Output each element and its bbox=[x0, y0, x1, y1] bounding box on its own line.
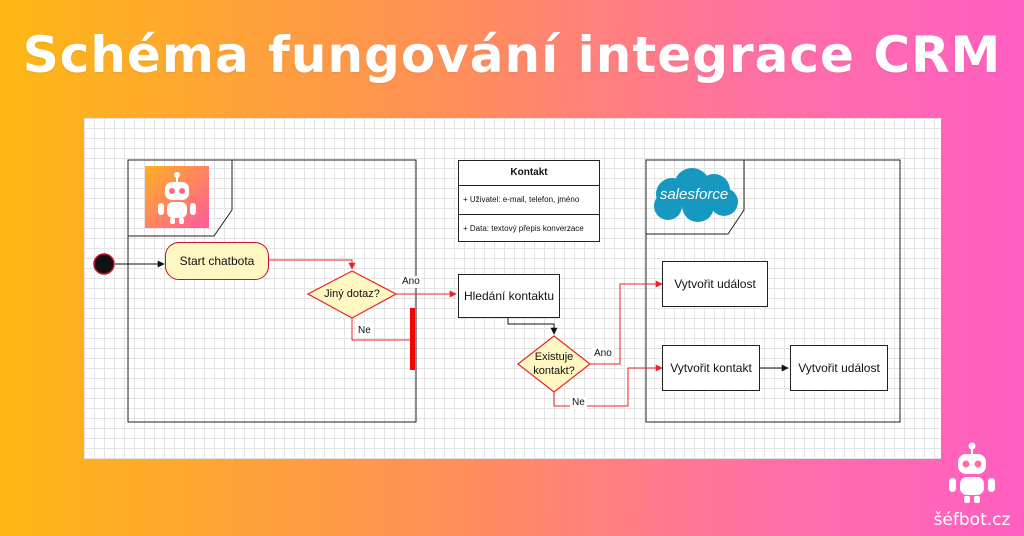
contact-attr-user: + Uživatel: e-mail, telefon, jméno bbox=[459, 186, 599, 215]
robot-icon bbox=[158, 172, 196, 224]
end-bar bbox=[410, 308, 415, 370]
salesforce-logo-text: salesforce bbox=[659, 186, 729, 203]
edge-search-decision2 bbox=[507, 318, 558, 335]
create-contact-node[interactable]: Vytvořit kontakt bbox=[662, 345, 760, 391]
page-title: Schéma fungování integrace CRM bbox=[22, 26, 1002, 84]
edge-decision2-contact bbox=[553, 364, 663, 407]
label-no-1: Ne bbox=[356, 325, 373, 337]
salesforce-lane-frame bbox=[645, 159, 901, 423]
initial-node bbox=[93, 253, 115, 275]
chatbot-lane-frame bbox=[127, 159, 417, 423]
brand-name: šéfbot.cz bbox=[933, 510, 1011, 530]
label-yes-2: Ano bbox=[592, 348, 614, 360]
chatbot-logo bbox=[145, 166, 209, 228]
edge-decision2-event1 bbox=[590, 280, 663, 365]
label-no-2: Ne bbox=[570, 397, 587, 409]
decision-contact-exists-line2: kontakt? bbox=[533, 365, 575, 377]
create-event-node-2[interactable]: Vytvořit událost bbox=[790, 345, 888, 391]
edge-start-decision bbox=[269, 259, 356, 270]
contact-class-title: Kontakt bbox=[459, 161, 599, 186]
diagram-lines bbox=[93, 159, 901, 423]
salesforce-logo: salesforce bbox=[646, 166, 742, 226]
decision-contact-exists[interactable]: Existuje kontakt? bbox=[518, 350, 590, 378]
contact-attr-data: + Data: textový přepis konverzace bbox=[463, 224, 584, 233]
diagram-canvas: salesforce Start chatbota Jiný dotaz? An… bbox=[84, 118, 941, 459]
start-chatbot-node[interactable]: Start chatbota bbox=[165, 242, 269, 280]
salesforce-cloud-icon bbox=[654, 168, 738, 222]
contact-class-box[interactable]: Kontakt + Uživatel: e-mail, telefon, jmé… bbox=[458, 160, 600, 242]
create-event-node-1[interactable]: Vytvořit událost bbox=[662, 261, 768, 307]
edge-decision-end bbox=[351, 318, 410, 341]
search-contact-node[interactable]: Hledání kontaktu bbox=[458, 274, 560, 318]
brand-logo: šéfbot.cz bbox=[930, 440, 1014, 530]
decision-other-query[interactable]: Jiný dotaz? bbox=[324, 288, 380, 300]
robot-icon bbox=[949, 442, 995, 503]
label-yes-1: Ano bbox=[400, 276, 422, 288]
decision-contact-exists-line1: Existuje bbox=[534, 351, 574, 363]
